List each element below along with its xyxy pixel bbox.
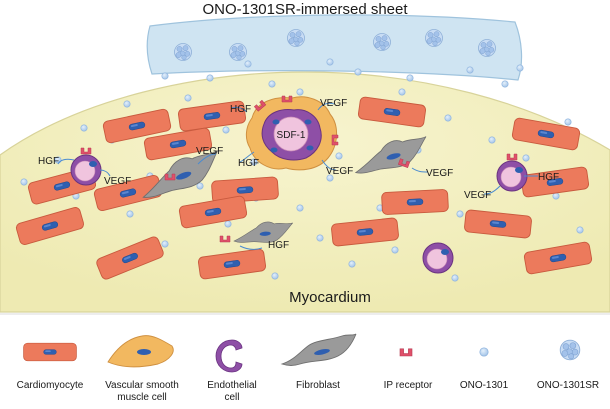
factor-labels: HGF VEGF HGF VEGF HGF VEGF VEGF VEGF HGF…: [38, 98, 559, 251]
hgf-label: HGF: [538, 172, 559, 183]
diagram-title: ONO-1301SR-immersed sheet: [202, 1, 408, 18]
vegf-label: VEGF: [196, 146, 223, 157]
vegf-label: VEGF: [464, 190, 491, 201]
legend-label-endothelial: Endothelial: [207, 380, 256, 391]
legend-endothelial-icon: [215, 339, 243, 373]
vegf-label: VEGF: [104, 176, 131, 187]
ono1301sr-sheet: [146, 14, 523, 81]
legend-label-ip-receptor: IP receptor: [384, 380, 433, 391]
legend-ono1301sr-icon: [559, 339, 581, 361]
legend-ono1301-icon: [479, 347, 489, 357]
hgf-label: HGF: [230, 104, 251, 115]
myocardium-label: Myocardium: [289, 289, 371, 306]
legend-label-cardiomyocyte: Cardiomyocyte: [17, 380, 84, 391]
legend-ip-receptor-icon: [399, 348, 413, 357]
legend-label-ono1301: ONO-1301: [460, 380, 509, 391]
hgf-label: HGF: [268, 240, 289, 251]
vegf-label: VEGF: [320, 98, 347, 109]
legend-label-vsmc: Vascular smooth: [105, 380, 179, 391]
legend-cardiomyocyte-icon: [23, 342, 77, 362]
vegf-label: VEGF: [426, 168, 453, 179]
secretion-arrows: [57, 102, 538, 250]
hgf-label: HGF: [238, 158, 259, 169]
legend-label-fibroblast: Fibroblast: [296, 380, 340, 391]
vegf-label: VEGF: [326, 166, 353, 177]
legend-label-vsmc-2: muscle cell: [117, 392, 166, 403]
hgf-label: HGF: [38, 156, 59, 167]
legend-fibroblast-icon: [280, 333, 357, 366]
legend-vsmc-icon: [107, 335, 174, 368]
legend-label-endothelial-2: cell: [224, 392, 239, 403]
legend-label-ono1301sr: ONO-1301SR: [537, 380, 599, 391]
sdf1-label: SDF-1: [277, 130, 306, 141]
vessel-cluster: [245, 88, 343, 171]
legend: Cardiomyocyte Vascular smooth muscle cel…: [17, 333, 599, 403]
